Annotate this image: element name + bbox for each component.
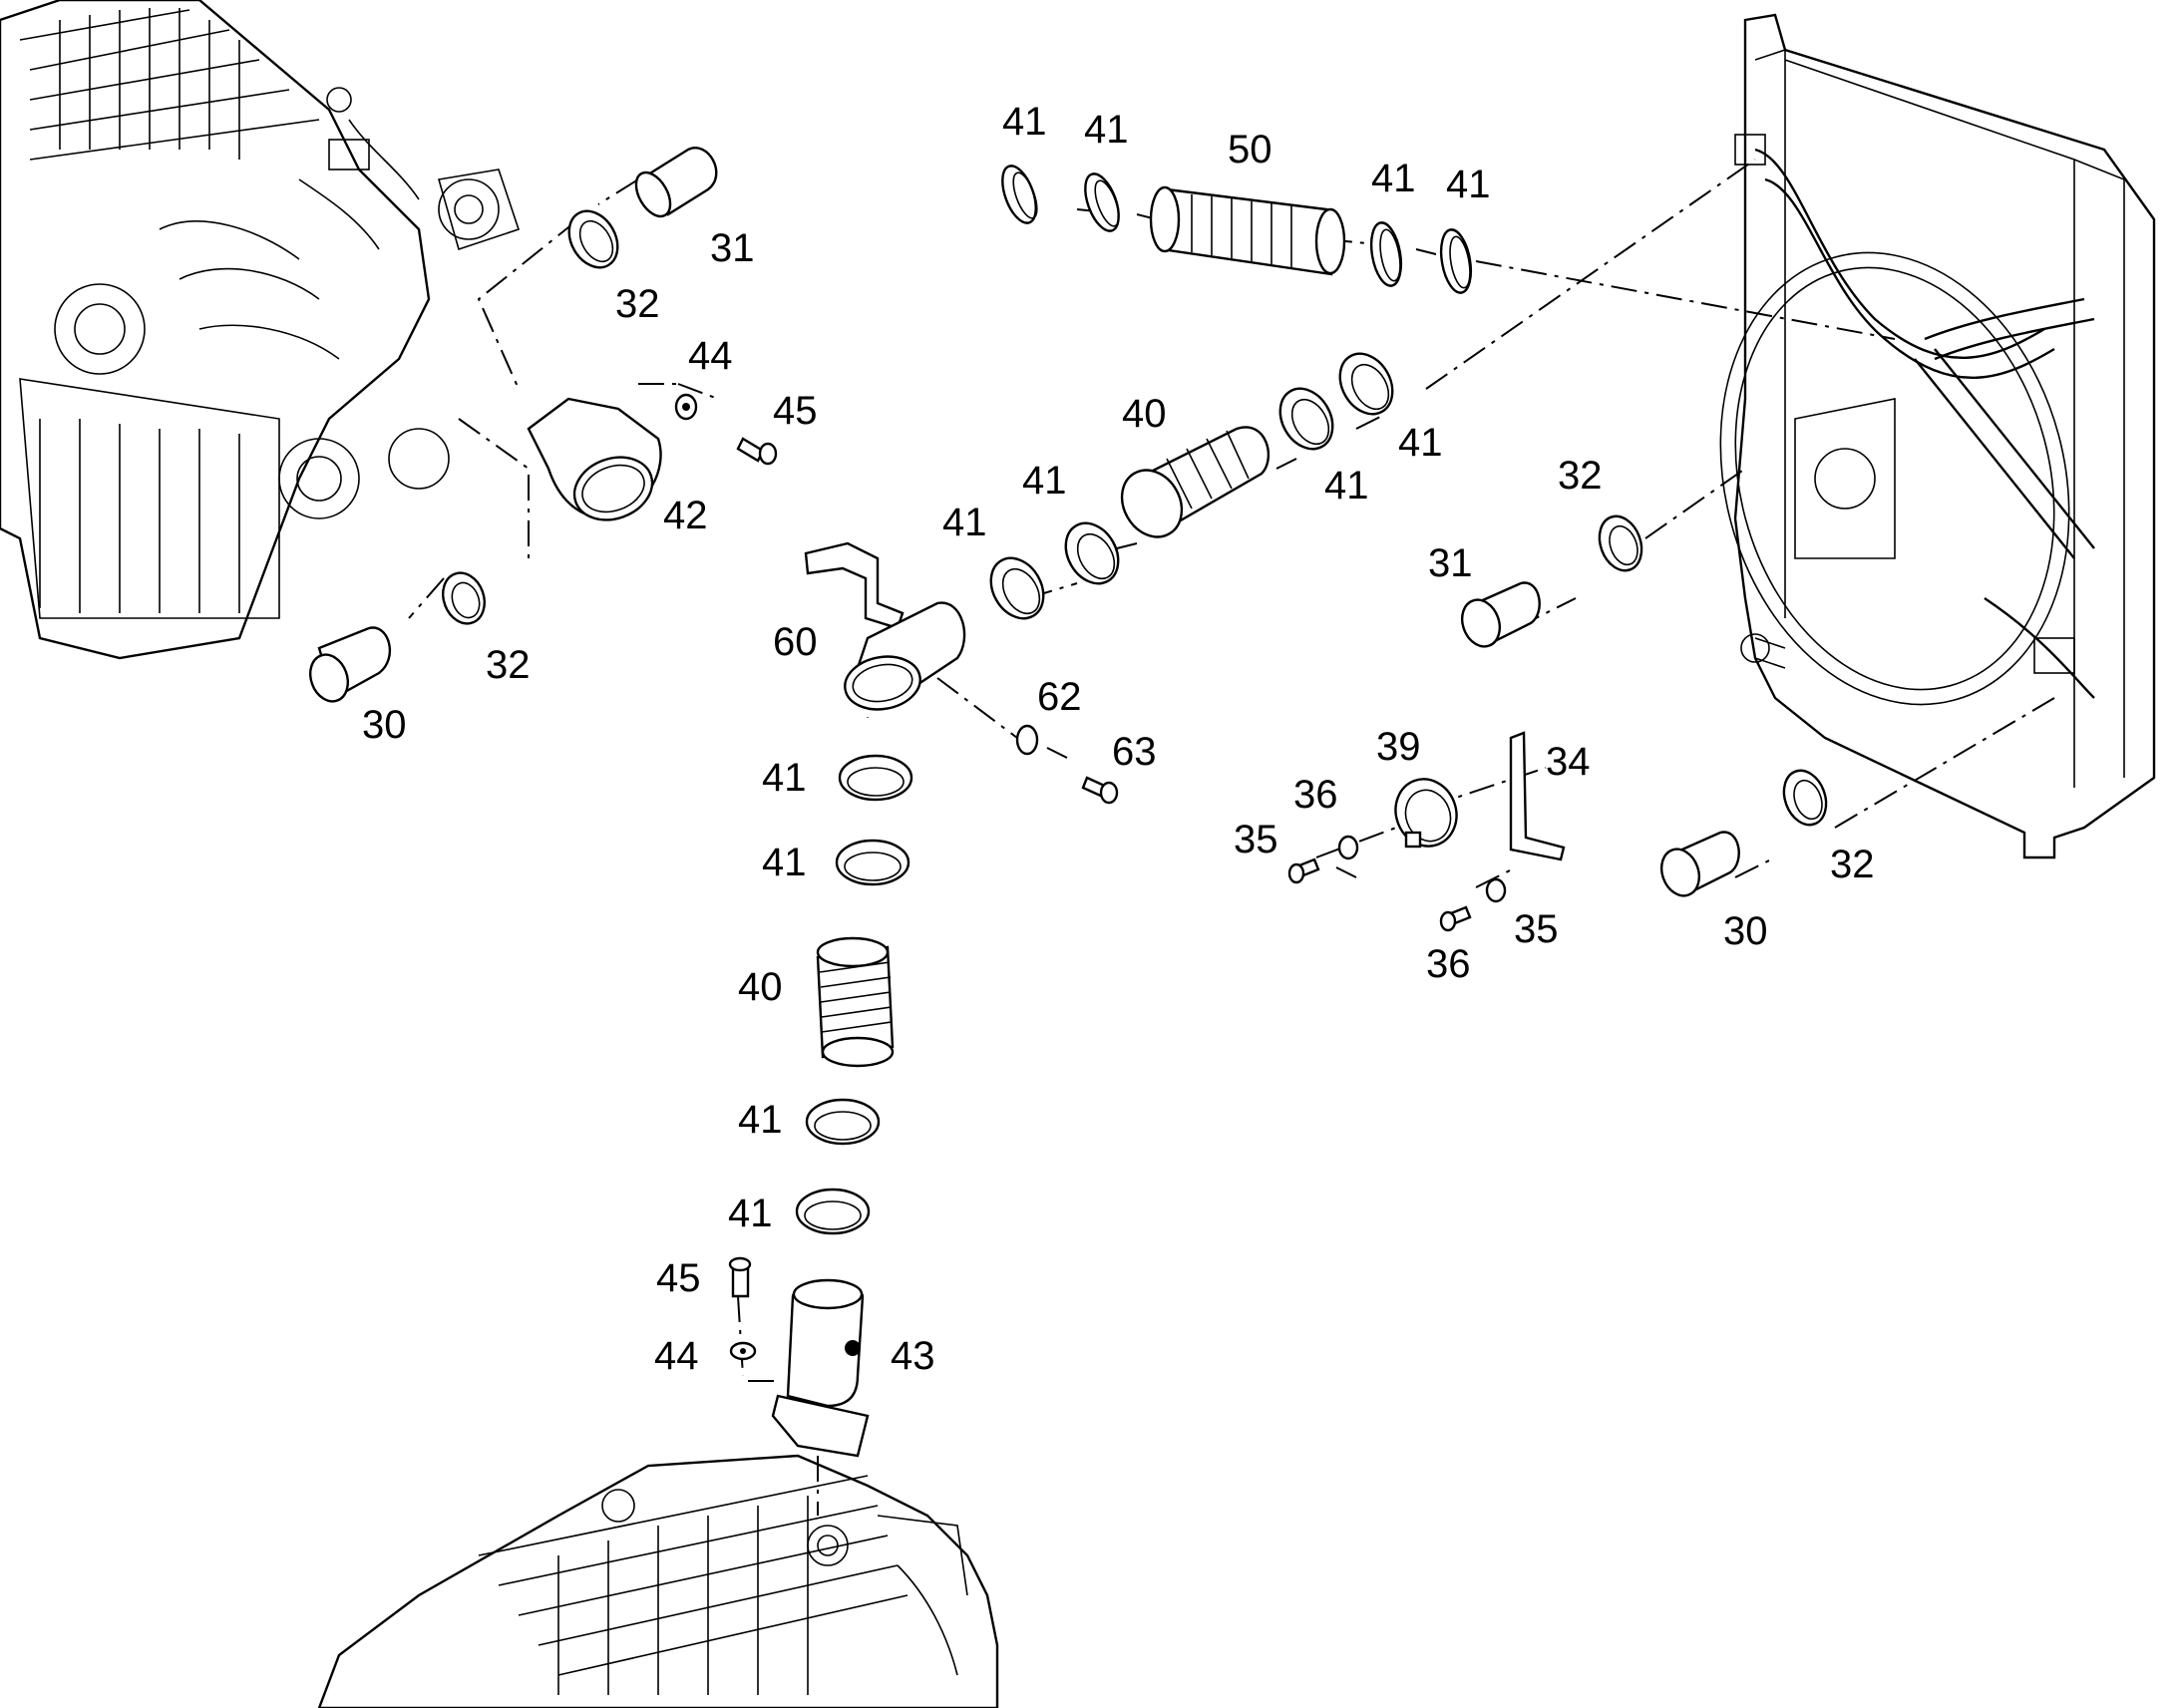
callout-41: 41 [762,756,807,800]
clamp-41-mid-1 [1338,352,1394,416]
callout-41: 41 [1446,163,1491,206]
callout-43: 43 [891,1334,935,1378]
callout-60: 60 [773,620,818,664]
callout-30: 30 [1723,909,1768,953]
callout-62: 62 [1037,675,1082,719]
callout-32: 32 [486,643,531,687]
callout-41: 41 [942,501,987,544]
callout-63: 63 [1112,730,1157,774]
clamp-41-vert-2 [835,839,910,886]
callout-41: 41 [1022,459,1067,503]
callout-35: 35 [1514,907,1559,951]
callout-35: 35 [1234,818,1278,861]
callout-41: 41 [1324,464,1369,508]
clamp-41-mid-4 [989,556,1045,620]
callout-45: 45 [773,389,818,433]
bracket-34 [1509,731,1566,861]
callout-30: 30 [362,703,407,747]
callout-41: 41 [762,841,807,884]
sleeve-31-right [1460,581,1541,648]
clamp-41-top-3 [1369,221,1403,287]
clamp-32-top [567,209,619,269]
clamp-41-mid-3 [1064,521,1120,585]
callout-36: 36 [1293,773,1338,817]
callout-41: 41 [1371,157,1416,200]
washer-62 [1015,724,1039,756]
clamp-32-left [442,571,486,625]
engine-assembly-bottom [317,1454,999,1708]
callout-42: 42 [663,494,708,537]
callout-41: 41 [1398,421,1443,465]
bellows-hose-50 [1149,185,1346,276]
bolt-45-bottom [728,1256,752,1298]
callout-32: 32 [1830,843,1875,886]
washer-44-bottom [729,1341,757,1361]
sleeve-30-right [1659,831,1740,897]
callout-40: 40 [738,965,783,1009]
callout-32: 32 [1558,454,1603,498]
sleeve-31-top [634,147,718,218]
engine-assembly-top-left [0,0,521,660]
clamp-41-top-4 [1439,228,1473,294]
callout-39: 39 [1376,725,1421,769]
washer-44-top [674,393,698,421]
hose-40-mid [1120,426,1271,538]
elbow-42 [527,397,662,521]
clamp-41-mid-2 [1278,387,1334,451]
callout-labels: 31 32 44 45 42 32 30 41 41 50 41 41 40 4… [362,100,1875,1378]
clamp-41-top-2 [1084,172,1120,232]
clamp-41-vert-3 [805,1098,881,1146]
washer-36-left [1337,835,1359,860]
callout-40: 40 [1122,392,1167,436]
clamp-41-top-1 [1001,165,1038,224]
clamp-41-vert-4 [795,1188,871,1235]
bolt-35-left [1287,857,1320,884]
callout-44: 44 [654,1334,699,1378]
clamp-41-vert-1 [838,754,913,802]
callout-31: 31 [710,226,755,270]
callout-41: 41 [728,1192,773,1235]
callout-41: 41 [1002,100,1047,144]
clamp-39 [1394,778,1458,849]
assembly-leader-lines [408,159,2055,1516]
bolt-36-right [1439,905,1472,932]
bellows-hose-40-vert [816,936,895,1068]
clamp-32-right-top [1598,514,1643,572]
callout-50: 50 [1228,128,1272,171]
callout-32: 32 [615,282,660,326]
callout-34: 34 [1546,740,1591,784]
callout-31: 31 [1428,541,1473,585]
bolt-45-top [736,437,778,466]
clamp-32-right-bottom [1782,769,1828,827]
callout-44: 44 [688,334,733,378]
radiator-assembly [1719,13,2156,859]
callout-36: 36 [1426,942,1471,986]
sleeve-30-left [308,626,392,703]
elbow-43 [771,1278,870,1458]
callout-41: 41 [1084,108,1129,152]
washer-35-right [1485,877,1507,903]
callout-41: 41 [738,1098,783,1142]
callout-45: 45 [656,1256,701,1300]
bolt-63 [1081,776,1119,805]
bracket-elbow-60 [804,541,966,711]
